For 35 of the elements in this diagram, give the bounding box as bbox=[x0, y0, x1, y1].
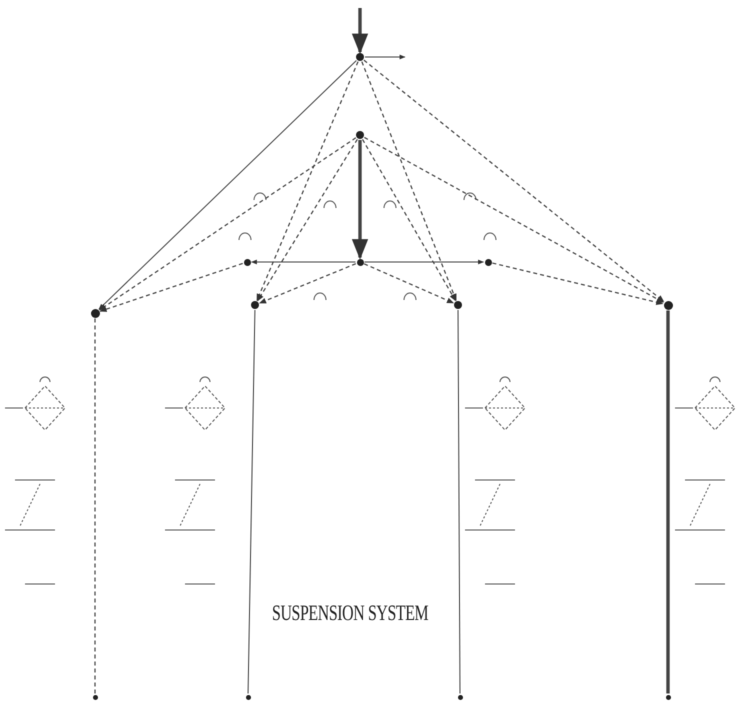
state-dot bbox=[664, 300, 672, 310]
arrow bbox=[257, 138, 358, 302]
arrow bbox=[98, 137, 356, 310]
state-dot bbox=[454, 301, 462, 309]
arrow bbox=[100, 262, 243, 312]
connector-line bbox=[94, 318, 96, 694]
state-dot bbox=[356, 258, 364, 266]
connector-line bbox=[458, 310, 460, 694]
arrow bbox=[352, 8, 368, 54]
state-dot bbox=[356, 131, 364, 139]
arrow bbox=[250, 260, 356, 264]
arrow bbox=[352, 140, 368, 260]
state-dot bbox=[246, 694, 250, 700]
system-title: SUSPENSION SYSTEM bbox=[272, 600, 428, 626]
arrow bbox=[364, 260, 484, 264]
state-dot bbox=[90, 308, 100, 318]
state-dot bbox=[356, 53, 364, 61]
connector-line bbox=[666, 310, 670, 694]
state-dot bbox=[666, 694, 670, 700]
connector-line bbox=[248, 310, 256, 694]
state-dot bbox=[251, 301, 259, 309]
arrow bbox=[364, 60, 664, 302]
state-dot bbox=[92, 694, 98, 700]
arrow bbox=[258, 263, 356, 304]
arrow bbox=[364, 263, 454, 304]
arrow bbox=[492, 262, 664, 306]
arrow bbox=[364, 54, 406, 60]
arrow bbox=[256, 61, 359, 302]
state-dot bbox=[244, 258, 250, 266]
state-dot bbox=[458, 694, 462, 700]
arrow bbox=[362, 139, 456, 302]
state-dot bbox=[484, 258, 492, 266]
arrow bbox=[361, 61, 457, 302]
arrow bbox=[364, 136, 664, 303]
arrow bbox=[98, 60, 357, 310]
